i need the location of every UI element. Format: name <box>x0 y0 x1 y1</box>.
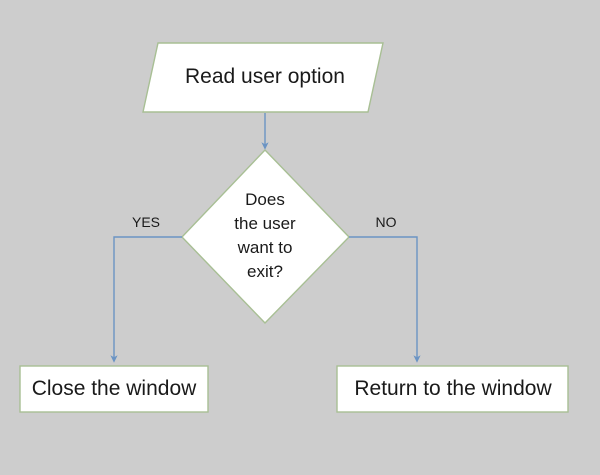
node-close-window-shape <box>19 365 209 413</box>
node-decision-shape <box>181 148 350 325</box>
node-read-user-option-shape <box>142 42 384 113</box>
connector-decision-no <box>349 236 421 363</box>
connector-decision-yes <box>110 236 182 363</box>
node-return-window-shape <box>336 365 569 413</box>
